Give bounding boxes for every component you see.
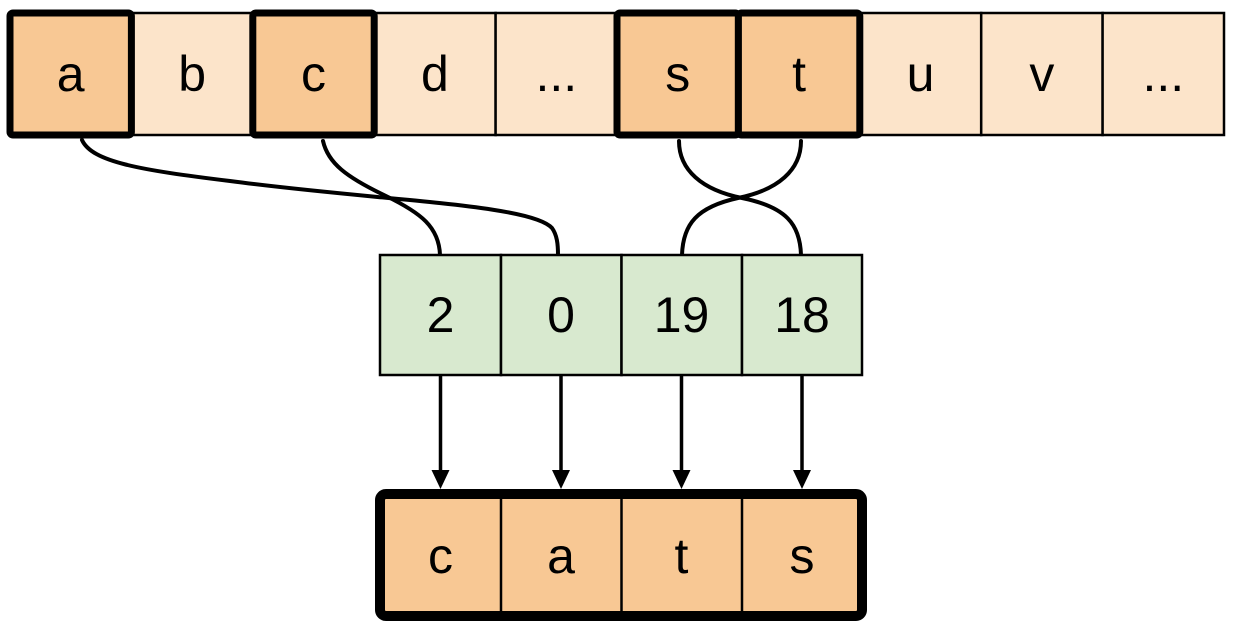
index-cell-label: 18 <box>774 287 830 343</box>
curve-c-to-2 <box>321 139 442 257</box>
alphabet-cell-ellipsis-2: ... <box>1101 11 1226 137</box>
alphabet-cell-d: d <box>372 11 497 137</box>
result-cell-label-s: s <box>790 528 815 584</box>
index-cell-label: 2 <box>427 287 455 343</box>
alphabet-cell-box-highlighted <box>249 9 378 139</box>
alphabet-cell-box <box>1101 11 1226 137</box>
alphabet-cell-b: b <box>130 11 255 137</box>
letter-to-index-connections <box>80 138 803 257</box>
result-cell-label-c: c <box>428 528 453 584</box>
alphabet-cell-a-selected: a <box>6 9 135 139</box>
arrow-2-to-c <box>431 375 450 489</box>
alphabet-cell-label: c <box>301 46 326 102</box>
alphabet-cell-v: v <box>979 11 1104 137</box>
alphabet-cell-label: ... <box>535 46 577 102</box>
index-cell-label: 19 <box>654 287 710 343</box>
index-cell-18: 18 <box>740 253 864 377</box>
result-row: c a t s <box>375 489 867 621</box>
arrow-head <box>431 470 450 489</box>
alphabet-cell-u: u <box>858 11 983 137</box>
alphabet-cell-label: t <box>792 46 806 102</box>
index-cell-label: 0 <box>547 287 575 343</box>
alphabet-cell-c-selected: c <box>249 9 378 139</box>
alphabet-cell-label: v <box>1029 46 1054 102</box>
curve-t-to-19 <box>680 139 803 257</box>
arrow-head <box>793 470 811 489</box>
result-cell-label-a: a <box>547 528 575 584</box>
arrow-head <box>552 470 570 489</box>
arrow-head <box>672 470 691 489</box>
alphabet-cell-label: ... <box>1142 46 1184 102</box>
alphabet-cell-s-selected: s <box>613 9 742 139</box>
arrow-18-to-s <box>793 375 811 489</box>
index-cell-box <box>378 253 503 377</box>
arrow-19-to-t <box>672 375 691 489</box>
index-cell-0: 0 <box>499 253 623 377</box>
alphabet-cell-box <box>979 11 1104 137</box>
alphabet-cell-box-highlighted <box>734 9 864 139</box>
alphabet-cell-t-selected: t <box>734 9 864 139</box>
alphabet-cell-label: b <box>178 46 206 102</box>
index-cell-box <box>740 253 864 377</box>
index-row: 2 0 19 18 <box>378 253 864 377</box>
alphabet-cell-label: d <box>421 46 449 102</box>
result-cell-label-t: t <box>675 528 689 584</box>
index-cell-2: 2 <box>378 253 503 377</box>
alphabet-cell-box <box>372 11 497 137</box>
index-cell-19: 19 <box>620 253 744 377</box>
alphabet-cell-label: s <box>665 46 690 102</box>
index-cell-box <box>499 253 623 377</box>
alphabet-cell-box <box>494 11 619 137</box>
alphabet-cell-box-highlighted <box>6 9 135 139</box>
index-to-result-arrows <box>431 375 811 489</box>
arrow-0-to-a <box>552 375 570 489</box>
alphabet-cell-ellipsis-1: ... <box>494 11 619 137</box>
alphabet-cell-box <box>130 11 255 137</box>
curve-a-to-0 <box>80 138 560 257</box>
alphabet-cell-label: a <box>57 46 85 102</box>
alphabet-cell-label: u <box>907 46 935 102</box>
alphabet-row: b d ... u v ... a c <box>6 9 1226 139</box>
